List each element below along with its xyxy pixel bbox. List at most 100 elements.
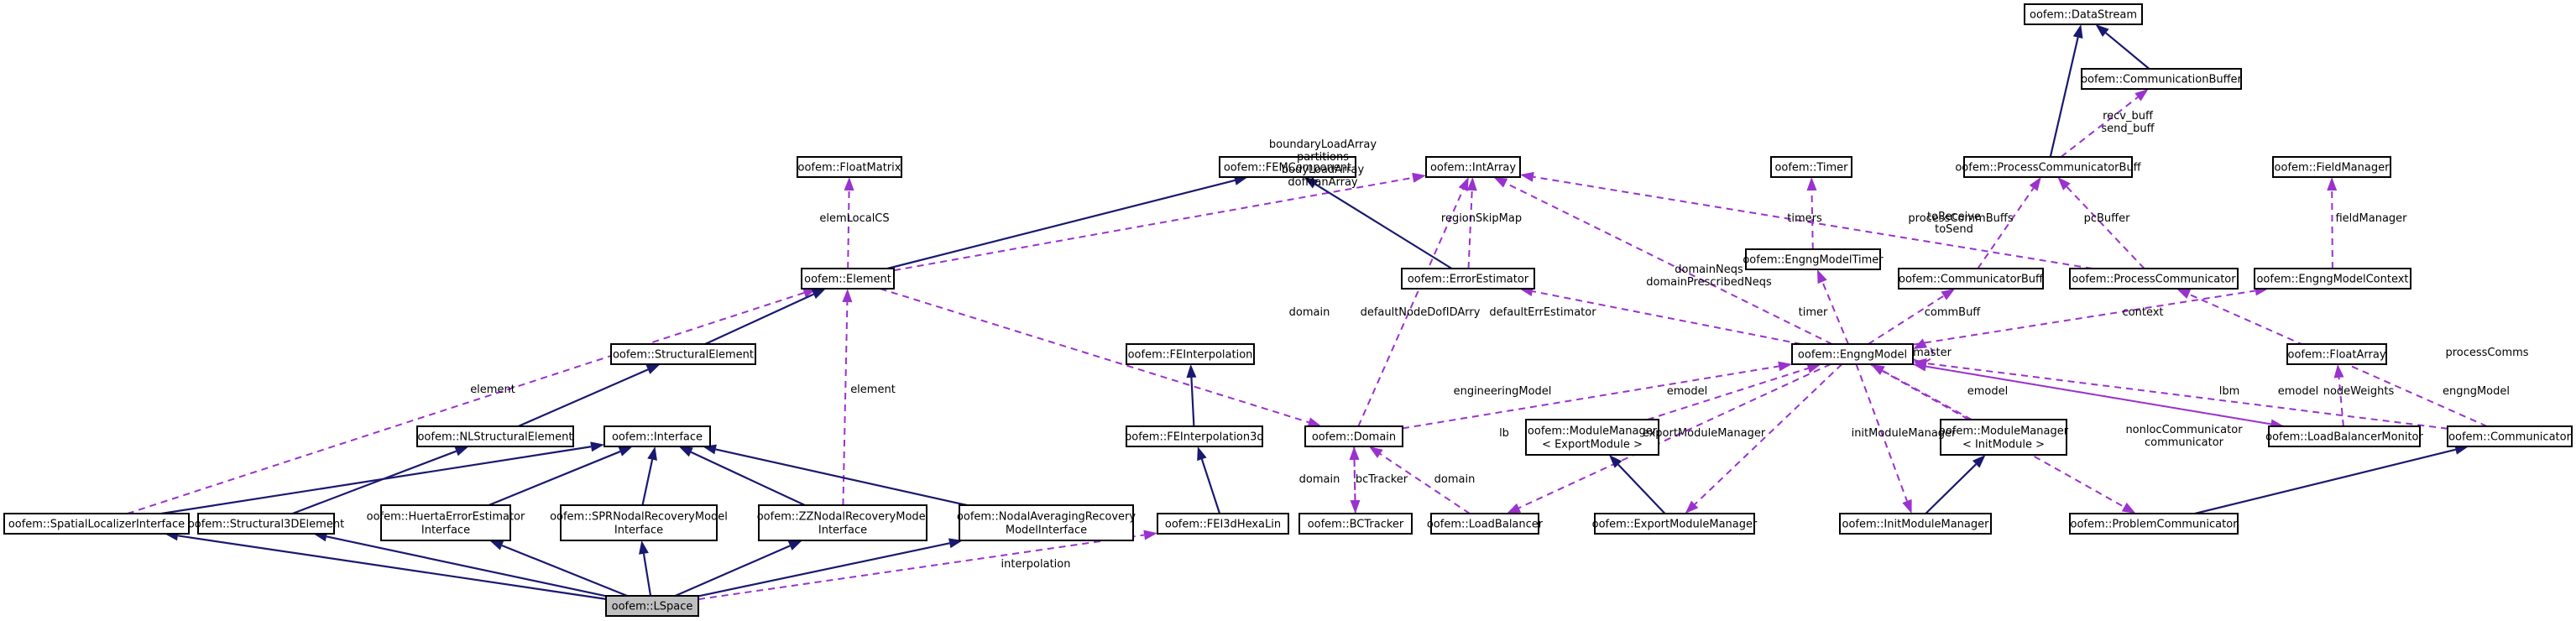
class-box xyxy=(1525,419,1659,456)
class-node-probcomm[interactable]: oofem::ProblemCommunicator xyxy=(2069,513,2239,535)
edge-line xyxy=(2066,185,2145,269)
edge-label-line: element xyxy=(850,384,896,396)
edge-line xyxy=(1533,175,2093,269)
association-arrowhead xyxy=(1913,358,1927,368)
edge-line xyxy=(704,293,814,345)
class-node-feinterp[interactable]: oofem::FEInterpolation xyxy=(1126,343,1255,365)
inheritance-edge xyxy=(1186,364,1197,427)
class-node-fieldmgr[interactable]: oofem::FieldManager xyxy=(2272,156,2391,178)
class-node-struct3d[interactable]: oofem::Structural3DElement xyxy=(188,513,344,535)
inheritance-arrowhead xyxy=(489,540,504,551)
edge-label: commBuff xyxy=(1925,306,1982,319)
edge-line xyxy=(488,451,621,507)
edge-label-line: element xyxy=(470,384,515,396)
edge-label-line: toReceive xyxy=(1927,211,1981,223)
class-node-structel[interactable]: oofem::StructuralElement xyxy=(610,343,756,365)
association-edge xyxy=(1977,177,2041,269)
class-node-pcbuff[interactable]: oofem::ProcessCommunicatorBuff xyxy=(1955,156,2142,178)
association-edge xyxy=(1913,358,2448,430)
class-node-domain[interactable]: oofem::Domain xyxy=(1304,425,1403,447)
class-node-intarray[interactable]: oofem::IntArray xyxy=(1425,156,1521,178)
class-node-datastream[interactable]: oofem::DataStream xyxy=(2024,3,2143,25)
edge-label-line: timers xyxy=(1787,212,1822,225)
class-node-bctracker[interactable]: oofem::BCTracker xyxy=(1298,513,1413,535)
class-node-spatial[interactable]: oofem::SpatialLocalizerInterface xyxy=(3,513,190,535)
class-box xyxy=(1430,513,1539,535)
edge-line xyxy=(690,451,806,506)
edge-line xyxy=(1925,463,1977,514)
class-node-nodalavg[interactable]: oofem::NodalAveragingRecoveryModelInterf… xyxy=(957,504,1136,541)
class-node-feinterp3d[interactable]: oofem::FEInterpolation3d xyxy=(1125,425,1264,447)
class-node-initmgr[interactable]: oofem::InitModuleManager xyxy=(1839,513,1992,535)
class-name: oofem::FEInterpolation3d xyxy=(1125,431,1263,444)
class-name: oofem::LoadBalancerMonitor xyxy=(2265,431,2423,444)
class-name: oofem::NodalAveragingRecovery xyxy=(957,511,1136,524)
class-box xyxy=(610,343,756,365)
edge-label-line: defaultNodeDofIDArry xyxy=(1361,306,1481,319)
association-arrowhead xyxy=(2134,89,2149,102)
class-name: oofem::FloatMatrix xyxy=(798,162,901,175)
class-node-commbuffer[interactable]: oofem::CommunicationBuffer xyxy=(2081,68,2243,90)
class-node-exportmgr[interactable]: oofem::ExportModuleManager xyxy=(1592,513,1758,535)
class-name: oofem::ExportModuleManager xyxy=(1592,519,1758,531)
class-node-lspace[interactable]: oofem::LSpace xyxy=(605,595,699,617)
class-name: oofem::ModuleManager xyxy=(1939,425,2069,438)
edge-label: emodel xyxy=(1967,385,2008,398)
class-node-modinit[interactable]: oofem::ModuleManager< InitModule > xyxy=(1939,419,2069,456)
class-node-commbuff[interactable]: oofem::CommunicatorBuff xyxy=(1898,268,2044,290)
edge-label-line: exportModuleManager xyxy=(1643,427,1766,440)
class-box xyxy=(1594,513,1755,535)
association-edge xyxy=(1685,363,1843,514)
edge-line xyxy=(1379,453,1471,514)
association-edge xyxy=(1520,171,2093,269)
class-name: oofem::LoadBalancer xyxy=(1427,519,1544,531)
class-box xyxy=(959,504,1134,541)
class-node-communicator[interactable]: oofem::Communicator xyxy=(2447,425,2573,447)
class-node-modexport[interactable]: oofem::ModuleManager< ExportModule > xyxy=(1525,419,1659,456)
association-arrowhead xyxy=(2057,177,2071,190)
class-node-timer[interactable]: oofem::Timer xyxy=(1770,156,1852,178)
edge-label: nodeWeights xyxy=(2323,385,2395,398)
class-box xyxy=(1126,425,1263,447)
class-node-lbmon[interactable]: oofem::LoadBalancerMonitor xyxy=(2265,425,2424,447)
class-node-element[interactable]: oofem::Element xyxy=(801,268,895,290)
class-box xyxy=(1745,248,1881,270)
edge-label: defaultErrEstimator xyxy=(1489,306,1596,319)
class-name: oofem::ProcessCommunicator xyxy=(2072,274,2236,286)
edge-label-line: partitions xyxy=(1297,151,1349,164)
class-box xyxy=(604,425,711,447)
association-arrowhead xyxy=(1806,363,1821,373)
class-node-engng[interactable]: oofem::EngngModel xyxy=(1791,343,1914,365)
class-node-fei3d[interactable]: oofem::FEI3dHexaLin xyxy=(1157,513,1289,535)
class-box xyxy=(1940,419,2067,456)
class-node-nlstruct[interactable]: oofem::NLStructuralElement xyxy=(416,425,574,447)
class-node-proccomm[interactable]: oofem::ProcessCommunicator xyxy=(2069,268,2239,290)
association-edge xyxy=(1855,363,1912,514)
class-node-interface[interactable]: oofem::Interface xyxy=(604,425,711,447)
class-node-floatarray[interactable]: oofem::FloatArray xyxy=(2286,343,2387,365)
class-node-floatmatrix[interactable]: oofem::FloatMatrix xyxy=(797,156,902,178)
class-name: ModelInterface xyxy=(1006,524,1087,537)
class-name: oofem::CommunicatorBuff xyxy=(1899,274,2044,286)
class-node-engctx[interactable]: oofem::EngngModelContext xyxy=(2254,268,2411,290)
class-box xyxy=(1157,513,1289,535)
edge-label: emodel xyxy=(1667,385,1707,398)
inheritance-arrowhead xyxy=(645,364,661,374)
class-name: oofem::SPRNodalRecoveryModel xyxy=(550,511,728,524)
class-node-femcomp[interactable]: oofem::FEMComponent xyxy=(1219,156,1356,178)
inheritance-edge xyxy=(1304,177,1453,269)
class-node-errest[interactable]: oofem::ErrorEstimator xyxy=(1401,268,1535,290)
class-node-engngtimer[interactable]: oofem::EngngModelTimer xyxy=(1743,248,1884,270)
edge-line xyxy=(2194,448,2456,515)
class-box xyxy=(2069,268,2239,290)
class-node-loadbal[interactable]: oofem::LoadBalancer xyxy=(1427,513,1544,535)
class-name: oofem::EngngModel xyxy=(1798,349,1907,362)
association-arrowhead xyxy=(1507,503,1522,514)
class-name: oofem::ZZNodalRecoveryModel xyxy=(757,511,929,524)
edge-line xyxy=(1925,363,2448,430)
